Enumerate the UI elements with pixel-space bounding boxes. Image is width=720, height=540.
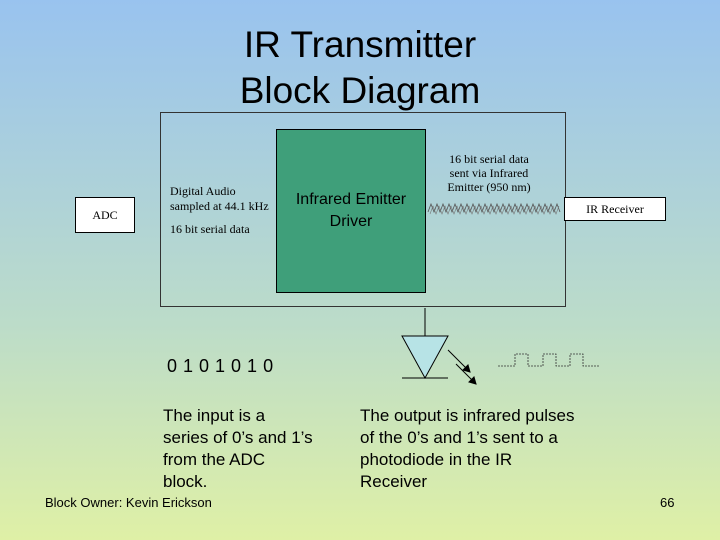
input-description: The input is a series of 0’s and 1’s fro… bbox=[163, 406, 313, 491]
bit-sequence: 0 1 0 1 0 1 0 bbox=[167, 356, 274, 376]
ir-wave-line-2 bbox=[429, 205, 560, 215]
ir-receiver-label: IR Receiver bbox=[586, 201, 644, 216]
output-description: The output is infrared pulses of the 0’s… bbox=[360, 406, 575, 491]
emission-arrows-icon bbox=[447, 349, 477, 385]
ir-wave-signal bbox=[427, 202, 561, 215]
block-owner: Block Owner: Kevin Erickson bbox=[45, 495, 212, 510]
adc-label: ADC bbox=[92, 207, 118, 222]
digital-audio-line-2: sampled at 44.1 kHz bbox=[170, 199, 269, 213]
output-pulse-train bbox=[498, 353, 600, 367]
ir-wave-line-1 bbox=[427, 202, 561, 214]
title-line-2: Block Diagram bbox=[239, 70, 481, 111]
ir-receiver-block: IR Receiver bbox=[564, 197, 666, 221]
driver-line-1: Infrared Emitter bbox=[295, 191, 407, 208]
infrared-emitter-driver-block: Infrared Emitter Driver bbox=[276, 129, 426, 293]
infrared-led-symbol bbox=[401, 308, 600, 385]
serial-data-in-label: 16 bit serial data bbox=[170, 222, 250, 236]
adc-block: ADC bbox=[75, 197, 135, 233]
serial-out-line-3: Emitter (950 nm) bbox=[447, 180, 531, 194]
digital-audio-line-1: Digital Audio bbox=[170, 184, 236, 198]
digital-audio-label: Digital Audio sampled at 44.1 kHz bbox=[170, 184, 269, 214]
serial-out-line-1: 16 bit serial data bbox=[449, 152, 529, 166]
serial-out-line-2: sent via Infrared bbox=[449, 166, 529, 180]
driver-line-2: Driver bbox=[329, 213, 373, 230]
led-triangle bbox=[401, 335, 449, 380]
slide-title: IR Transmitter Block Diagram bbox=[0, 22, 720, 114]
title-line-1: IR Transmitter bbox=[243, 24, 477, 65]
serial-data-out-label: 16 bit serial data sent via Infrared Emi… bbox=[434, 152, 544, 194]
page-number: 66 bbox=[660, 495, 675, 510]
